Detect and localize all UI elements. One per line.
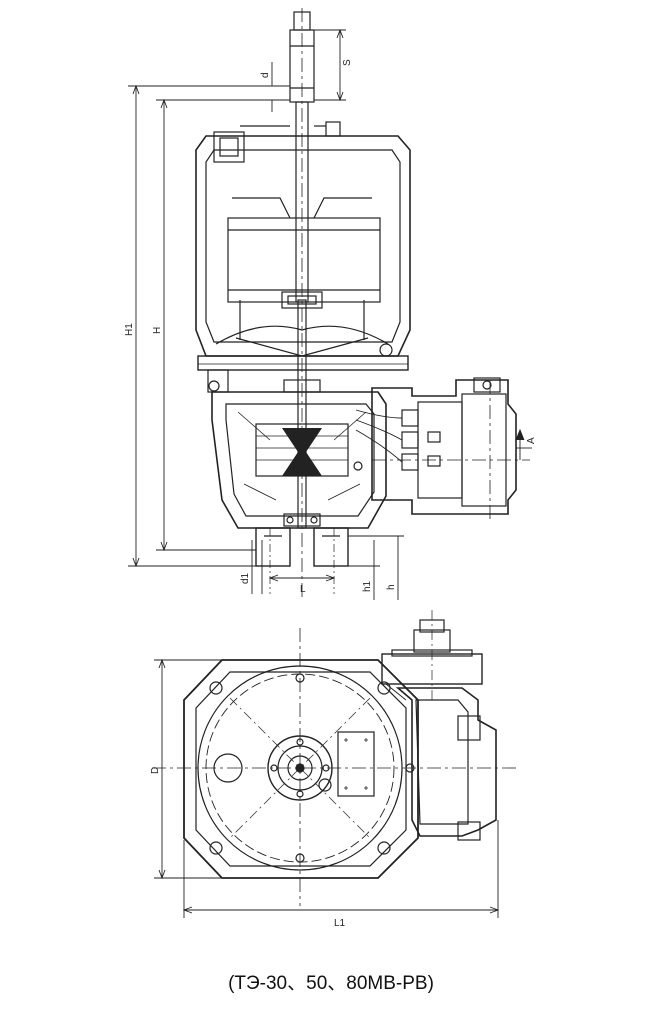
- dim-label-h: h: [386, 584, 397, 590]
- dimension-s: [314, 28, 346, 102]
- dimension-l1: [182, 820, 500, 918]
- dim-label-l1: L1: [334, 918, 346, 929]
- bolt-bottom-right: [377, 841, 391, 855]
- dim-label-a: A: [526, 437, 537, 444]
- view-a-arrow: [515, 428, 532, 460]
- dim-label-l: L: [300, 584, 306, 595]
- base-feet: [255, 527, 349, 594]
- side-view: S d H1 H: [124, 8, 537, 600]
- technical-drawing: S d H1 H: [124, 8, 537, 929]
- dimension-h: [156, 98, 290, 552]
- dimension-h1-small: [348, 535, 404, 600]
- housing-outline: [183, 659, 419, 879]
- dim-label-h1: H1: [124, 323, 135, 336]
- dim-label-d1: d1: [240, 572, 251, 584]
- dimension-d-diameter: [154, 658, 222, 880]
- mid-flange: [197, 355, 409, 393]
- upper-housing: [195, 121, 411, 357]
- nameplate: [337, 731, 375, 797]
- dimension-d1: [251, 540, 263, 594]
- dim-label-d: d: [260, 72, 271, 78]
- bolt-bottom-left: [209, 841, 223, 855]
- dimension-d: [266, 62, 290, 112]
- motor-housing: [211, 299, 387, 529]
- dim-label-d-diameter: D: [150, 767, 161, 774]
- dim-label-h1-small: h1: [362, 580, 373, 592]
- dim-label-h: H: [152, 327, 163, 334]
- terminal-box-plan: [381, 610, 497, 841]
- figure-caption: (TЭ-30、50、80MB-PB): [228, 973, 434, 994]
- dimension-h1: [128, 84, 290, 568]
- dimension-l: [268, 574, 336, 582]
- top-view: D L1: [150, 610, 520, 929]
- bolt-top-left: [209, 681, 223, 695]
- bolt-top-right: [377, 681, 391, 695]
- dim-label-s: S: [342, 59, 353, 66]
- terminal-box: [355, 377, 530, 520]
